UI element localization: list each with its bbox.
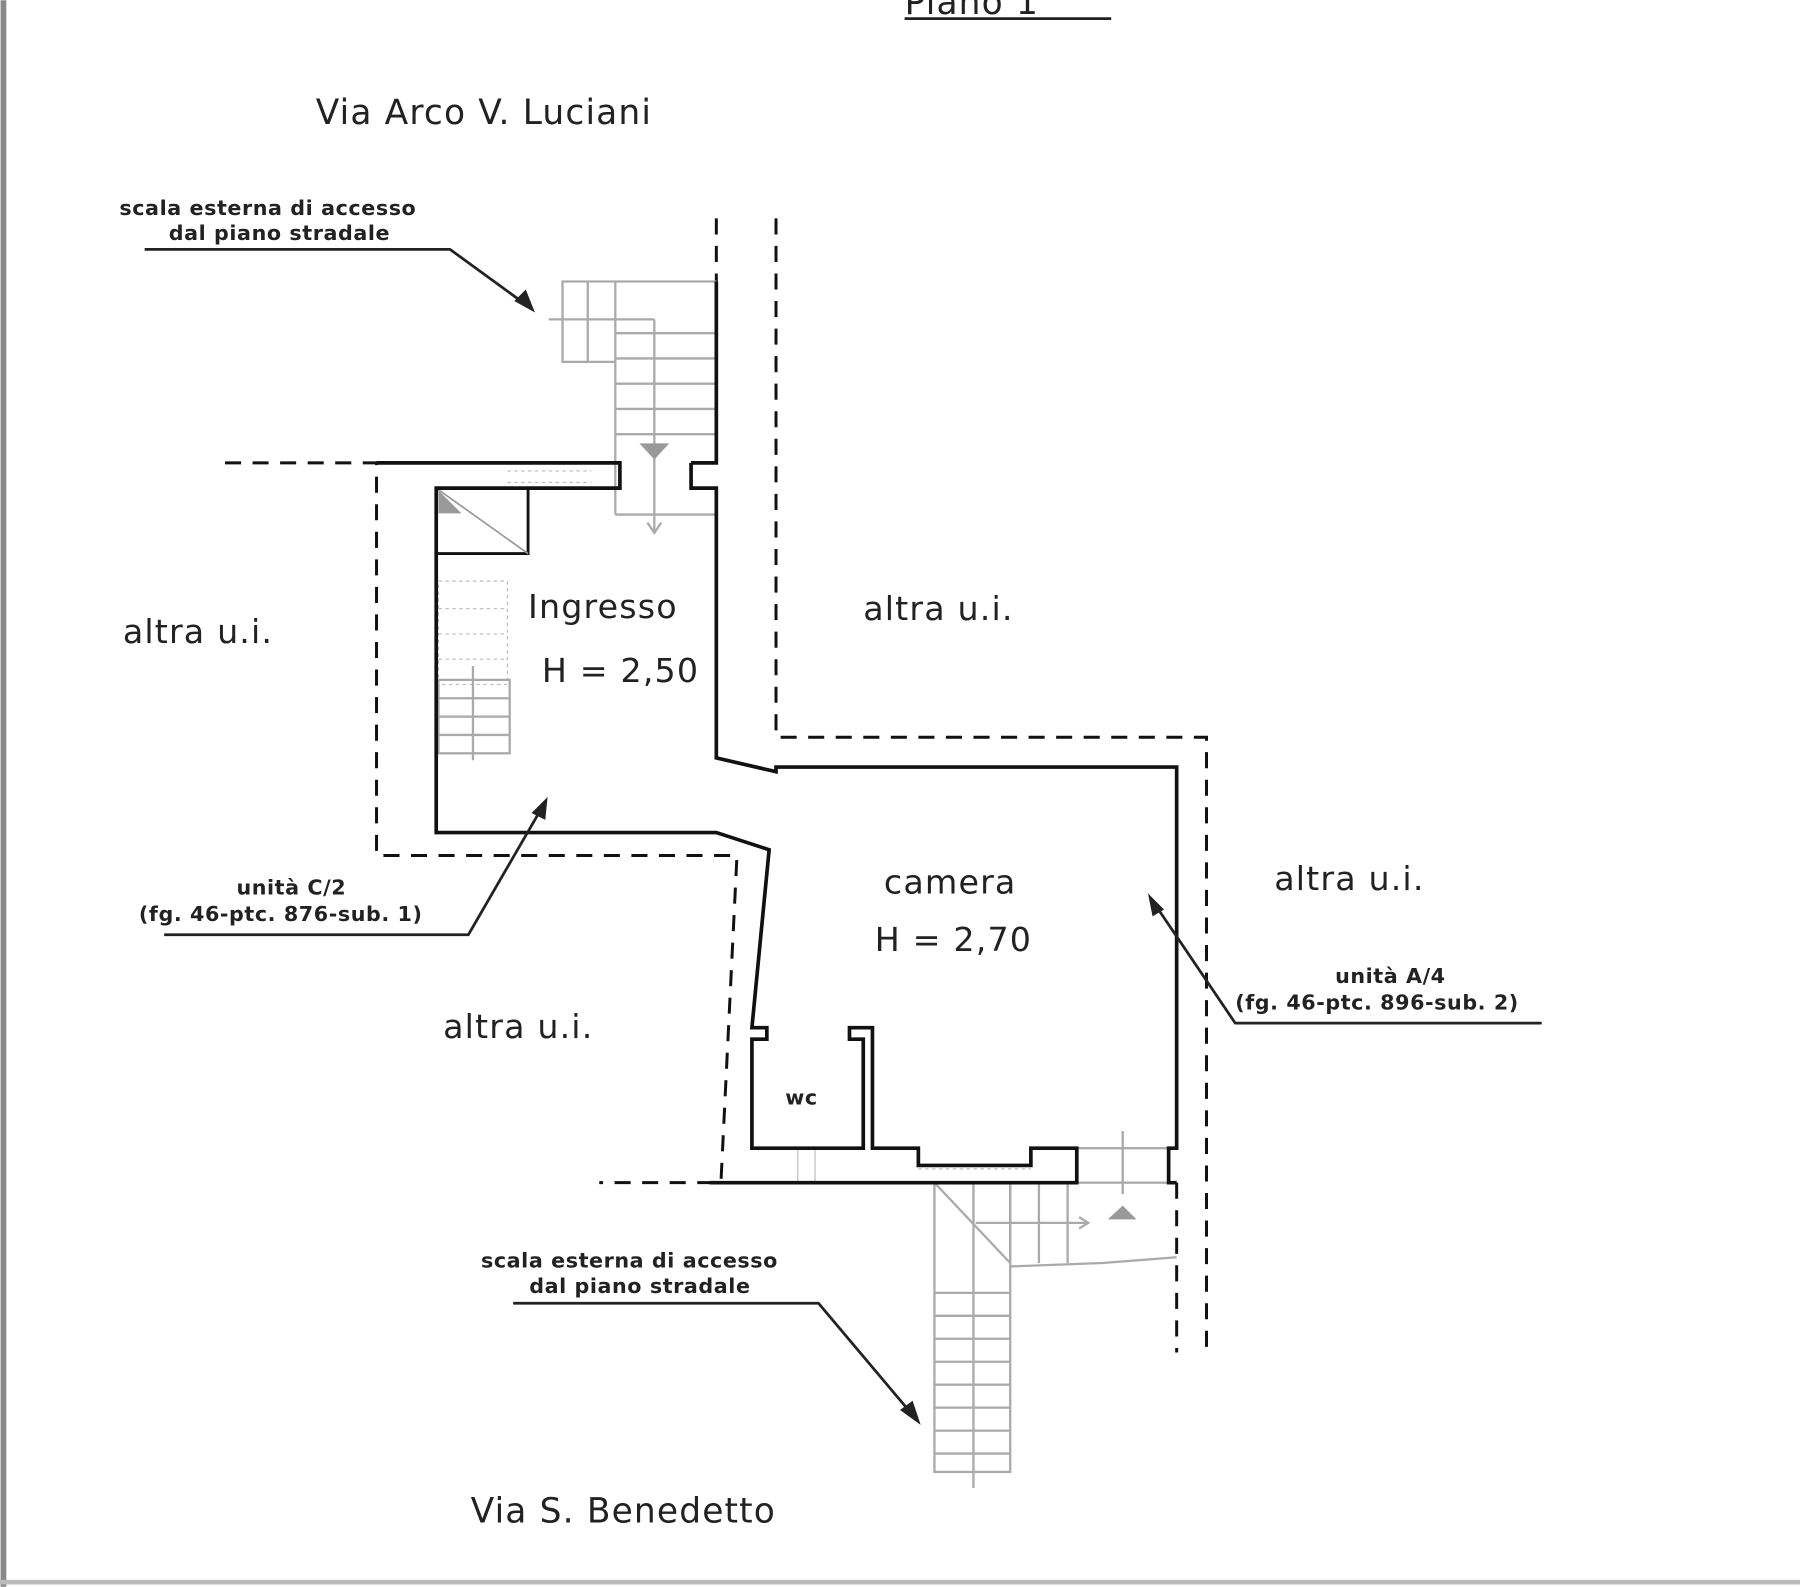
other-unit-left: altra u.i. <box>123 612 273 651</box>
walls <box>376 281 1179 1185</box>
note-unit-c2-line2: (fg. 46-ptc. 876-sub. 1) <box>139 902 423 926</box>
other-unit-bottom-left: altra u.i. <box>443 1007 593 1046</box>
note-unit-a4-line2: (fg. 46-ptc. 896-sub. 2) <box>1235 990 1519 1014</box>
street-bottom: Via S. Benedetto <box>471 1491 776 1531</box>
room-camera-height: H = 2,70 <box>875 920 1032 959</box>
stair-bottom <box>797 1131 1177 1489</box>
leader-stair-bottom <box>513 1301 918 1421</box>
room-ingresso-label: Ingresso <box>528 587 678 626</box>
note-stair-bottom-line1: scala esterna di accesso <box>481 1249 778 1273</box>
leader-stair-top <box>144 247 532 310</box>
other-unit-right: altra u.i. <box>1274 859 1424 898</box>
room-camera-label: camera <box>884 862 1017 901</box>
room-wc-label: wc <box>785 1086 817 1110</box>
other-unit-right-top: altra u.i. <box>863 589 1013 628</box>
note-stair-top-line1: scala esterna di accesso <box>119 196 416 220</box>
note-stair-bottom-line2: dal piano stradale <box>529 1274 750 1298</box>
note-stair-top-line2: dal piano stradale <box>169 221 390 245</box>
stair-top <box>507 280 717 535</box>
note-unit-c2-line1: unità C/2 <box>236 876 346 900</box>
leader-unit-a4 <box>1150 898 1542 1025</box>
stair-internal <box>434 486 530 761</box>
note-unit-a4-line1: unità A/4 <box>1335 964 1446 988</box>
room-ingresso-height: H = 2,50 <box>542 651 699 690</box>
leader-unit-c2 <box>164 803 546 937</box>
street-top: Via Arco V. Luciani <box>316 93 652 133</box>
